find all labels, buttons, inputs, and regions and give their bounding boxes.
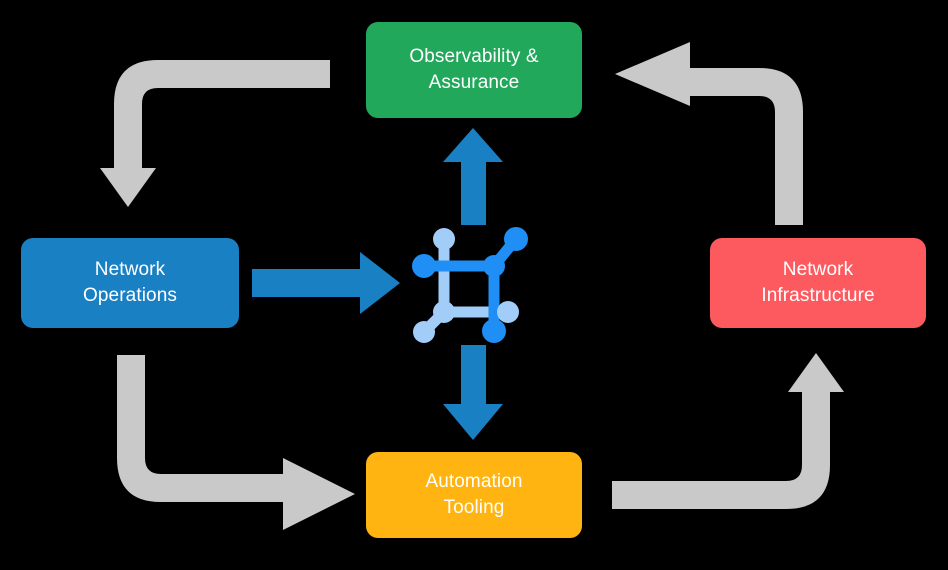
center-arrow-up	[443, 128, 503, 225]
node-box-automation-tooling[interactable]: Automation Tooling	[366, 452, 582, 538]
network-topology-icon	[412, 227, 528, 343]
cycle-arrow-infrastructure-to-observability	[615, 42, 803, 225]
center-arrow-down	[443, 345, 503, 440]
cycle-arrow-observability-to-operations	[100, 60, 330, 207]
cycle-arrow-automation-to-infrastructure	[612, 353, 844, 509]
center-arrow-right	[252, 252, 400, 314]
node-box-network-operations[interactable]: Network Operations	[21, 238, 239, 328]
cycle-arrow-operations-to-automation	[117, 355, 355, 530]
node-box-network-infrastructure[interactable]: Network Infrastructure	[710, 238, 926, 328]
node-box-observability[interactable]: Observability & Assurance	[366, 22, 582, 118]
